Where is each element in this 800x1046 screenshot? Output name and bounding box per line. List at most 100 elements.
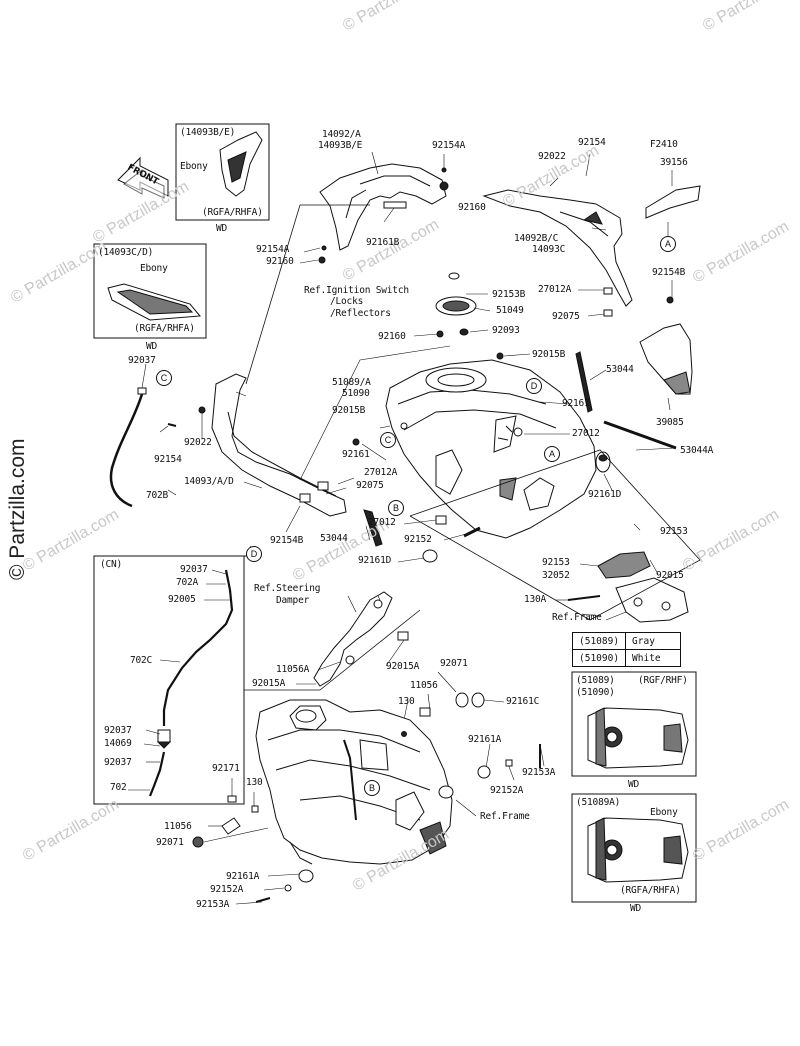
part-label: 92161: [342, 449, 370, 460]
part-label: 92161A: [226, 871, 260, 882]
part-label: 130: [398, 696, 415, 707]
part-label: 92154: [578, 137, 606, 148]
part-label: 14069: [104, 738, 132, 749]
part-label: 51089/A: [332, 377, 371, 388]
part-label: 92154A: [432, 140, 466, 151]
part-label: 92022: [538, 151, 566, 162]
part-label: 92161A: [468, 734, 502, 745]
table-row: (51089) Gray: [571, 632, 682, 650]
part-label: 92037: [104, 757, 132, 768]
part-label: 92153A: [196, 899, 230, 910]
inset-wd: WD: [216, 223, 228, 234]
part-label: 92161D: [358, 555, 392, 566]
part-label: 92160: [378, 331, 406, 342]
part-label: 27012: [368, 517, 396, 528]
callout-a: A: [660, 236, 676, 252]
part-label: 39156: [660, 157, 688, 168]
part-label: 92161C: [506, 696, 540, 707]
part-label: 92022: [184, 437, 212, 448]
inset-cn-title: (CN): [100, 559, 123, 570]
inset-wd: WD: [628, 779, 640, 790]
part-label: 92161: [562, 398, 590, 409]
inset-part: (51089): [576, 675, 615, 686]
part-label: 92005: [168, 594, 196, 605]
callout-d: D: [246, 546, 262, 562]
inset-part: (14093B/E): [180, 127, 236, 138]
inset-color: Ebony: [650, 807, 678, 818]
part-label: 92071: [156, 837, 184, 848]
callout-a: A: [544, 446, 560, 462]
part-label: 92015A: [252, 678, 286, 689]
part-label: 92160: [458, 202, 486, 213]
front-arrow-icon: [117, 156, 169, 199]
table-cell: (51090): [571, 649, 627, 667]
callout-d: D: [526, 378, 542, 394]
inset-model: (RGF/RHF): [638, 675, 688, 686]
ref-label: /Locks: [330, 296, 364, 307]
part-label: 92153A: [522, 767, 556, 778]
inset-model: (RGFA/RHFA): [620, 885, 681, 896]
part-label: 92160: [266, 256, 294, 267]
table-cell: White: [625, 649, 682, 667]
part-label: F2410: [650, 139, 678, 150]
part-label: 14093C: [532, 244, 566, 255]
part-label: 53044A: [680, 445, 714, 456]
color-table: (51089) Gray (51090) White: [571, 632, 682, 667]
inset-wd: WD: [630, 903, 642, 914]
part-label: 14093/A/D: [184, 476, 234, 487]
part-label: 92154B: [652, 267, 686, 278]
part-label: 92152A: [210, 884, 244, 895]
part-label: 92093: [492, 325, 520, 336]
inset-wd: WD: [146, 341, 158, 352]
callout-c: C: [156, 370, 172, 386]
part-label: 92015B: [532, 349, 566, 360]
inset-part: (51090): [576, 687, 615, 698]
callout-b: B: [364, 780, 380, 796]
part-label: 130: [246, 777, 263, 788]
inset-model: (RGFA/RHFA): [202, 207, 263, 218]
part-label: 92161B: [366, 237, 400, 248]
inset-color: Ebony: [180, 161, 208, 172]
part-label: 702: [110, 782, 127, 793]
ref-label: Damper: [276, 595, 310, 606]
part-label: 32052: [542, 570, 570, 581]
part-label: 92153: [660, 526, 688, 537]
ref-label: Ref.Ignition Switch: [304, 285, 409, 296]
part-label: 51049: [496, 305, 524, 316]
part-label: 51090: [342, 388, 370, 399]
table-row: (51090) White: [571, 649, 682, 667]
watermark-main: © Partzilla.com: [6, 438, 29, 580]
part-label: 53044: [320, 533, 348, 544]
part-label: 130A: [524, 594, 547, 605]
part-label: 92071: [440, 658, 468, 669]
part-label: 92015B: [332, 405, 366, 416]
part-label: 11056: [410, 680, 438, 691]
part-label: 92075: [356, 480, 384, 491]
part-label: 92152A: [490, 785, 524, 796]
part-label: 27012: [572, 428, 600, 439]
inset-part: (51089A): [576, 797, 621, 808]
inset-part: (14093C/D): [98, 247, 154, 258]
part-label: 92161D: [588, 489, 622, 500]
ref-label: /Reflectors: [330, 308, 391, 319]
inset-model: (RGFA/RHFA): [134, 323, 195, 334]
part-label: 92037: [104, 725, 132, 736]
part-label: 702A: [176, 577, 199, 588]
part-label: 92154: [154, 454, 182, 465]
part-label: 92075: [552, 311, 580, 322]
part-label: 92152: [404, 534, 432, 545]
part-label: 92153: [542, 557, 570, 568]
part-label: 14093B/E: [318, 140, 363, 151]
part-label: 702C: [130, 655, 153, 666]
part-label: 53044: [606, 364, 634, 375]
part-label: 92171: [212, 763, 240, 774]
part-label: 92037: [128, 355, 156, 366]
part-label: 92154B: [270, 535, 304, 546]
ref-label: Ref.Frame: [480, 811, 530, 822]
part-label: 92015: [656, 570, 684, 581]
ref-label: Ref.Frame: [552, 612, 602, 623]
table-cell: (51089): [571, 632, 627, 650]
part-label: 14092/A: [322, 129, 361, 140]
part-label: 11056: [164, 821, 192, 832]
